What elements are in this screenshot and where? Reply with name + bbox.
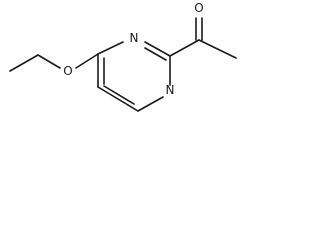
bond-c4-n3 [97,41,124,55]
atom-label-n-lower: N [166,83,175,97]
bond-c6-c5 [97,86,139,112]
bond-c2-carbonyl [169,39,200,57]
atom-label-o-ether: O [63,64,72,78]
bond-lines [9,17,237,112]
bond-o-ring [75,53,99,69]
bond-n3-c2-inner [144,47,167,61]
atom-labels: O O N N [63,1,203,97]
bond-c6-c5-inner [103,85,135,105]
bond-ethyl-ch2-o [37,54,61,69]
bond-carbonyl-methyl [198,39,237,59]
bond-ethyl-ch3-ch2 [9,54,39,72]
atom-label-n-upper: N [130,31,139,45]
chemical-structure-diagram: O O N N [9,1,237,112]
bond-n3-c2 [144,41,171,57]
atom-label-o-carbonyl: O [194,1,203,15]
bond-n1-c6 [137,96,164,112]
